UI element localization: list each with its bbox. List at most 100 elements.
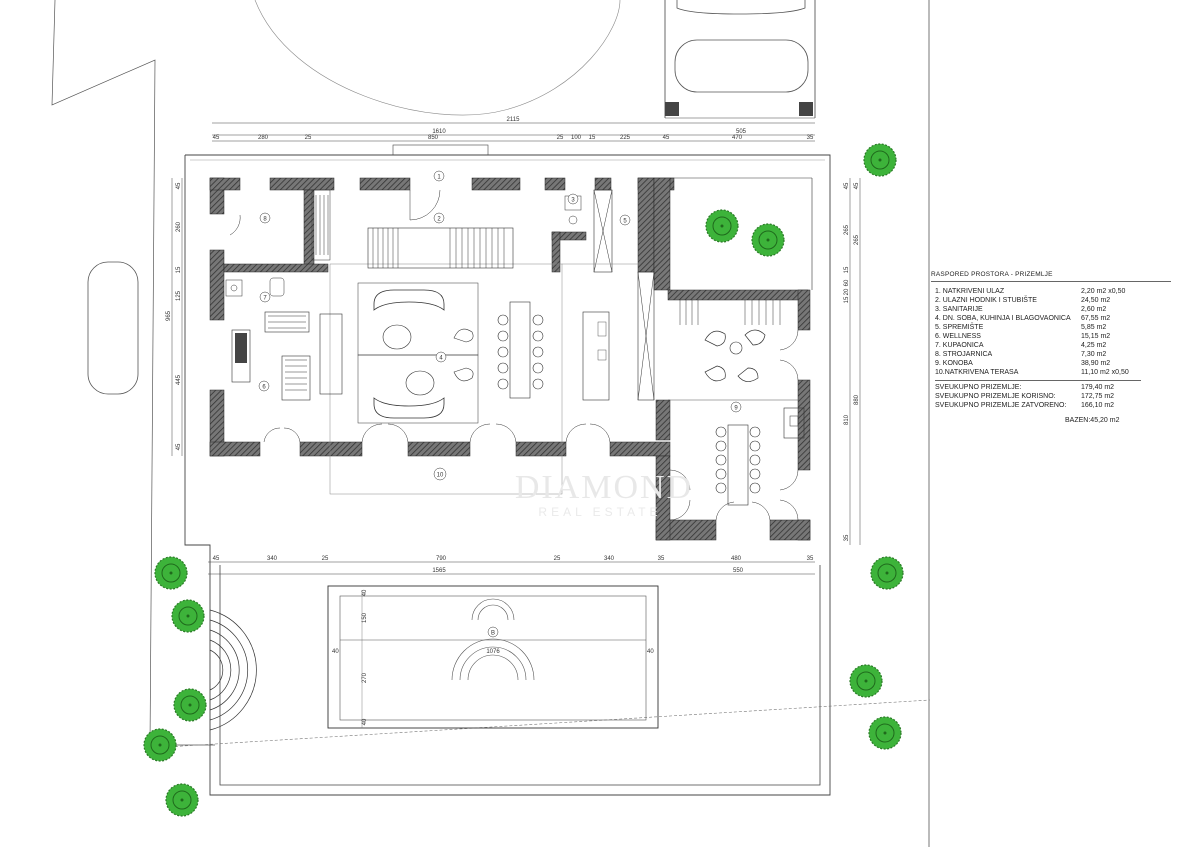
dashed-line <box>149 699 931 749</box>
legend-pool-name: BAZEN: <box>1065 417 1091 424</box>
pool-dim: 40 <box>362 718 368 725</box>
legend-row-value: 24,50 m2 <box>1081 297 1111 304</box>
dim-label: 45 <box>854 182 860 189</box>
legend-row-value: 166,10 m2 <box>1081 402 1115 409</box>
dim-label: 35 <box>807 556 814 562</box>
car-icon <box>676 0 806 15</box>
legend-row-value: 11,10 m2 x0,50 <box>1081 369 1129 376</box>
dim-label: 790 <box>436 556 447 562</box>
legend-row-value: 67,55 m2 <box>1081 315 1111 322</box>
legend-row-value: 15,15 m2 <box>1081 333 1111 340</box>
dim-label: 125 <box>176 290 182 301</box>
pool: 1076 40 40 40 150 270 40 <box>327 585 659 729</box>
legend-row: 1. NATKRIVENI ULAZ 2,20 m2 x0,50 <box>931 287 1171 296</box>
dim-label: 225 <box>620 135 631 141</box>
dim-label: 260 <box>176 221 182 232</box>
dim-label: 1565 <box>432 568 446 574</box>
room-number: 7 <box>263 296 267 302</box>
dim-label: 60 <box>844 279 850 286</box>
pool-dim: 150 <box>362 612 368 623</box>
room-number: 5 <box>623 219 627 225</box>
legend-row: SVEUKUPNO PRIZEMLJE KORISNO: 172,75 m2 <box>931 392 1171 401</box>
dim-label: 265 <box>844 224 850 235</box>
dim-label: 340 <box>604 556 615 562</box>
car-icon <box>674 39 809 93</box>
legend-pool-row: BAZEN: 45,20 m2 <box>931 416 1171 425</box>
legend-row-value: 172,75 m2 <box>1081 393 1115 400</box>
legend-row: SVEUKUPNO PRIZEMLJE: 179,40 m2 <box>931 383 1171 392</box>
legend-row-name: 4. DN. SOBA, KUHINJA I BLAGOVAONICA <box>935 315 1071 322</box>
room-number: 8 <box>263 217 267 223</box>
parking <box>664 0 816 119</box>
pool-dim: 40 <box>647 649 654 655</box>
top-dimensions: 2115 1610 505 45 280 25 850 25 100 15 22… <box>212 117 815 142</box>
site-arc <box>254 0 621 116</box>
legend-row-value: 2,20 m2 x0,50 <box>1081 288 1126 295</box>
legend-row-name: 10.NATKRIVENA TERASA <box>935 369 1019 376</box>
room-number: 4 <box>439 356 443 362</box>
pool-dim: 270 <box>362 672 368 683</box>
dim-label: 35 <box>658 556 665 562</box>
legend-row: 2. ULAZNI HODNIK I STUBIŠTE 24,50 m2 <box>931 296 1171 305</box>
dim-label: 35 <box>807 135 814 141</box>
dim-label: 35 <box>844 534 850 541</box>
tree-icon <box>154 556 188 590</box>
pool-dimensions: 45 340 25 790 25 340 35 480 35 1565 550 <box>208 556 815 575</box>
dim-label: 550 <box>733 568 744 574</box>
legend-row-name: SVEUKUPNO PRIZEMLJE KORISNO: <box>935 393 1056 400</box>
legend-row-name: 6. WELLNESS <box>935 333 981 340</box>
dim-label: 15 <box>844 266 850 273</box>
legend-row-name: 7. KUPAONICA <box>935 342 984 349</box>
left-dimensions: 965 45 260 15 125 445 45 <box>166 178 183 456</box>
dim-label: 445 <box>176 374 182 385</box>
tree-icon <box>705 209 739 243</box>
dim-label: 100 <box>571 135 582 141</box>
staircase <box>367 227 781 325</box>
dim-label: 280 <box>258 135 269 141</box>
pool-dim: 1076 <box>486 649 500 655</box>
tree-icon <box>863 143 897 177</box>
room-number: 1 <box>437 175 441 181</box>
tree-icon <box>173 688 207 722</box>
pool-dim: 40 <box>332 649 339 655</box>
tree-icon <box>143 728 177 762</box>
room-number: 3 <box>571 198 575 204</box>
tree-icon <box>868 716 902 750</box>
dim-label: 470 <box>732 135 743 141</box>
area-legend: RASPORED PROSTORA - PRIZEMLJE 1. NATKRIV… <box>931 270 1171 425</box>
legend-row-name: 2. ULAZNI HODNIK I STUBIŠTE <box>935 297 1037 304</box>
tree-icon <box>870 556 904 590</box>
dim-label: 965 <box>166 310 172 321</box>
room-number: 9 <box>734 406 738 412</box>
legend-separator <box>935 380 1141 381</box>
legend-pool-value: 45,20 m2 <box>1090 417 1120 424</box>
konoba-table <box>715 407 805 506</box>
round-steps <box>209 609 257 731</box>
dim-label: 25 <box>322 556 329 562</box>
room-number: 2 <box>437 217 441 223</box>
dim-label: 45 <box>844 182 850 189</box>
site-outline <box>184 154 831 796</box>
house <box>209 144 813 541</box>
tree-icon <box>171 599 205 633</box>
dim-label: 15 <box>589 135 596 141</box>
dim-label: 810 <box>844 414 850 425</box>
legend-row-name: SVEUKUPNO PRIZEMLJE: <box>935 384 1022 391</box>
tree-icon <box>849 664 883 698</box>
terrace-line <box>219 565 821 786</box>
legend-row-name: 1. NATKRIVENI ULAZ <box>935 288 1005 295</box>
dim-label: 45 <box>176 443 182 450</box>
dim-label: 15 <box>844 296 850 303</box>
room-number: 10 <box>437 473 444 479</box>
dim-label: 480 <box>731 556 742 562</box>
legend-row-value: 179,40 m2 <box>1081 384 1115 391</box>
legend-row: 4. DN. SOBA, KUHINJA I BLAGOVAONICA 67,55… <box>931 314 1171 323</box>
room-number: B <box>491 631 495 637</box>
dim-label: 45 <box>213 135 220 141</box>
